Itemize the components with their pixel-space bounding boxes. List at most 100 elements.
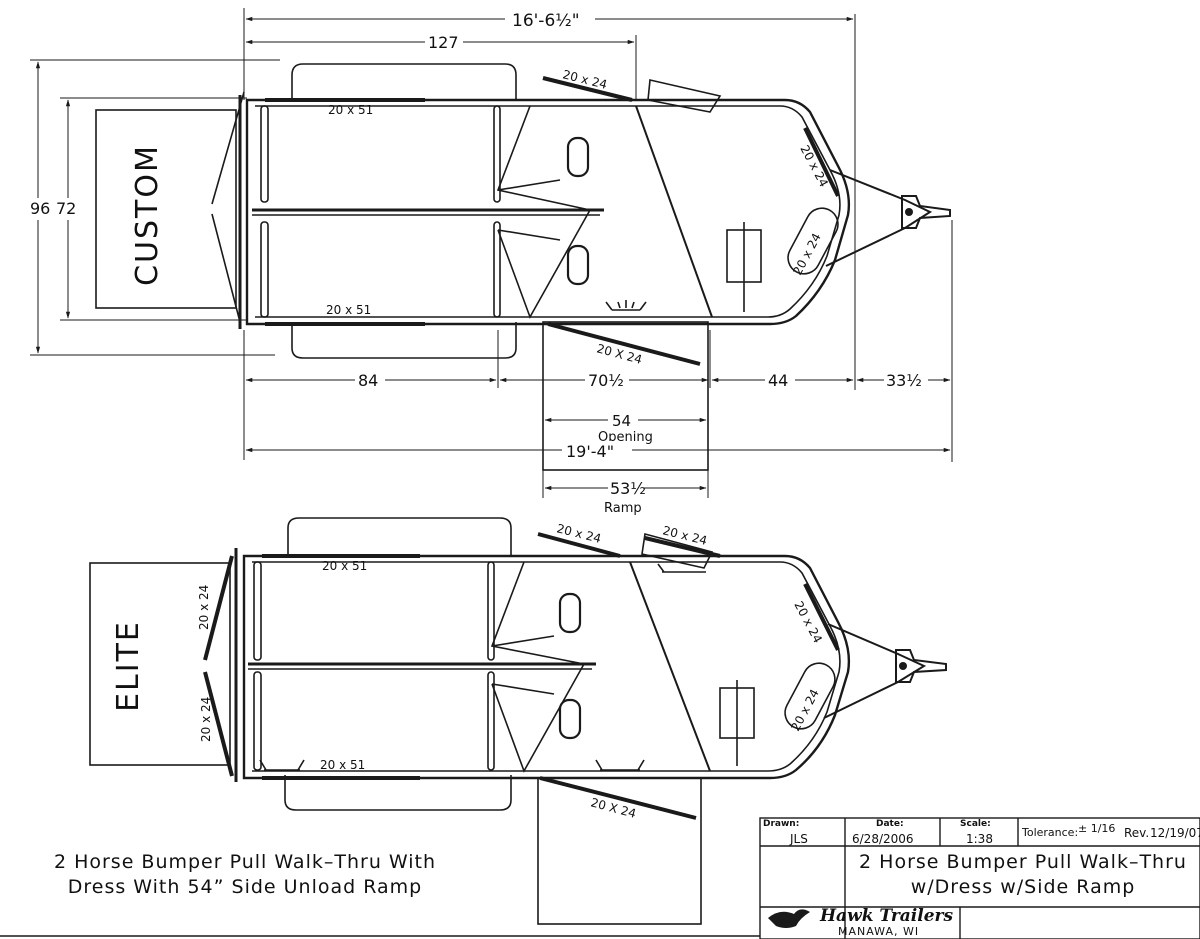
bottom-rear-window-2-label: 20 x 51	[320, 758, 365, 772]
top-nose-window-1-label: 20 x 24	[797, 143, 831, 190]
custom-model-label: CUSTOM	[130, 144, 165, 286]
overall-length-label: 19'-4"	[566, 442, 614, 461]
tolerance-value: ± 1/16	[1078, 822, 1116, 835]
caption: 2 Horse Bumper Pull Walk–Thru With Dress…	[20, 850, 470, 900]
seg-33-label: 33½	[886, 371, 922, 390]
opening-54-label: 54	[612, 412, 631, 430]
title-line-2: w/Dress w/Side Ramp	[910, 876, 1136, 898]
top-trailer-plan	[95, 63, 951, 471]
top-post-3	[493, 105, 501, 203]
bottom-rear-window-left-1	[203, 555, 234, 661]
drawn-label: Drawn:	[763, 819, 800, 829]
bottom-fender-lower	[284, 775, 512, 811]
height-96-label: 96	[30, 199, 50, 218]
hawk-logo-icon	[768, 909, 810, 928]
title-line-1: 2 Horse Bumper Pull Walk–Thru	[859, 851, 1187, 873]
overall-body-label: 16'-6½"	[512, 11, 580, 31]
top-side-window-lower	[547, 322, 701, 366]
top-labels: 16'-6½" 127 96 72 CUSTOM 84 70½ 44 33½ 5…	[28, 8, 928, 516]
elite-rear-box	[89, 562, 231, 766]
top-head-dividers	[496, 105, 591, 319]
top-body-inner	[255, 105, 841, 318]
bottom-side-ramp	[537, 777, 702, 925]
top-post-2	[260, 221, 269, 318]
caption-line-2: Dress With 54” Side Unload Ramp	[67, 876, 423, 898]
top-coupler	[901, 195, 951, 229]
top-nose-window	[787, 207, 839, 275]
bottom-post-1	[253, 561, 262, 661]
title-block	[0, 817, 1200, 939]
top-fender-upper	[291, 63, 517, 100]
top-dress-wall	[635, 105, 713, 318]
top-rear-swing-2	[211, 213, 241, 323]
bottom-side-window-upper-a	[537, 532, 621, 558]
bottom-dress-wall	[629, 561, 711, 772]
company-name: Hawk Trailers	[820, 906, 954, 926]
bottom-post-3	[487, 561, 495, 661]
top-tongue	[825, 169, 933, 267]
bottom-trailer-plan	[89, 517, 947, 925]
top-side-ramp	[542, 321, 709, 471]
bottom-door-window-2-label: 20 x 24	[199, 697, 213, 742]
bottom-labels: ELITE 20 x 51 20 x 51 20 x 24 20 x 24 20…	[111, 521, 825, 821]
top-feed-window-2	[566, 244, 590, 286]
bottom-escape-door	[641, 532, 714, 569]
rev-value: 12/19/07	[1150, 826, 1200, 840]
bottom-rear-window-1-label: 20 x 51	[322, 559, 367, 573]
scale-label: Scale:	[960, 819, 991, 829]
ramp-53-label: 53½	[610, 479, 646, 498]
top-nose-window-strip	[803, 127, 840, 197]
seg-84-label: 84	[358, 371, 378, 390]
bottom-post-4	[487, 671, 495, 771]
company-location: MANAWA, WI	[838, 925, 920, 938]
top-post-1	[260, 105, 269, 203]
bottom-side-window-lower	[539, 776, 697, 820]
bottom-light-1	[595, 759, 645, 771]
bottom-light-3	[657, 563, 706, 573]
top-nose-window-2-label: 20 x 24	[790, 231, 824, 278]
drawn-value: JLS	[790, 832, 808, 846]
bottom-hitch-ball	[899, 662, 907, 670]
elite-model-label: ELITE	[111, 620, 146, 712]
top-rear-window-1-label: 20 x 51	[328, 103, 373, 117]
date-label: Date:	[876, 819, 904, 829]
custom-rear-box	[95, 109, 237, 309]
top-body-outline	[245, 98, 851, 326]
bottom-tongue	[823, 623, 927, 719]
tolerance-label: Tolerance:	[1022, 826, 1079, 839]
bottom-feed-window-2	[558, 698, 582, 740]
top-post-4	[493, 221, 501, 318]
top-side-window-upper	[542, 76, 633, 102]
bottom-side-window-upper-b	[644, 536, 721, 558]
bottom-feed-window-1	[558, 592, 582, 634]
top-hitch-ball	[905, 208, 913, 216]
bottom-coupler	[895, 649, 947, 683]
rev-label: Rev.	[1124, 826, 1150, 840]
top-light-1	[605, 300, 647, 311]
bottom-body-inner	[252, 561, 841, 772]
height-72-label: 72	[56, 199, 76, 218]
bottom-rear-window-left-2	[203, 671, 234, 777]
caption-line-1: 2 Horse Bumper Pull Walk–Thru With	[53, 851, 437, 873]
seg-44-label: 44	[768, 371, 788, 390]
top-feed-window-1	[566, 136, 590, 178]
date-value: 6/28/2006	[852, 832, 914, 846]
title-block-frame	[759, 817, 1200, 939]
top-rear-swing-1	[211, 91, 245, 205]
bottom-post-2	[253, 671, 262, 771]
bottom-nose-window-strip	[803, 583, 840, 651]
top-fender-lower	[291, 322, 517, 359]
title-block-title: 2 Horse Bumper Pull Walk–Thru w/Dress w/…	[848, 850, 1198, 900]
bottom-fender-upper	[287, 517, 512, 556]
seg-70-label: 70½	[588, 371, 624, 390]
dim-127-label: 127	[428, 33, 459, 52]
scale-value: 1:38	[966, 832, 993, 846]
bottom-door-window-1-label: 20 x 24	[197, 585, 211, 630]
bottom-body-outline	[242, 554, 851, 780]
top-rear-window-2-label: 20 x 51	[326, 303, 371, 317]
bottom-nose-window	[784, 662, 836, 730]
top-escape-door	[647, 79, 722, 113]
ramp-label: Ramp	[604, 501, 642, 516]
bottom-head-dividers	[490, 561, 585, 773]
